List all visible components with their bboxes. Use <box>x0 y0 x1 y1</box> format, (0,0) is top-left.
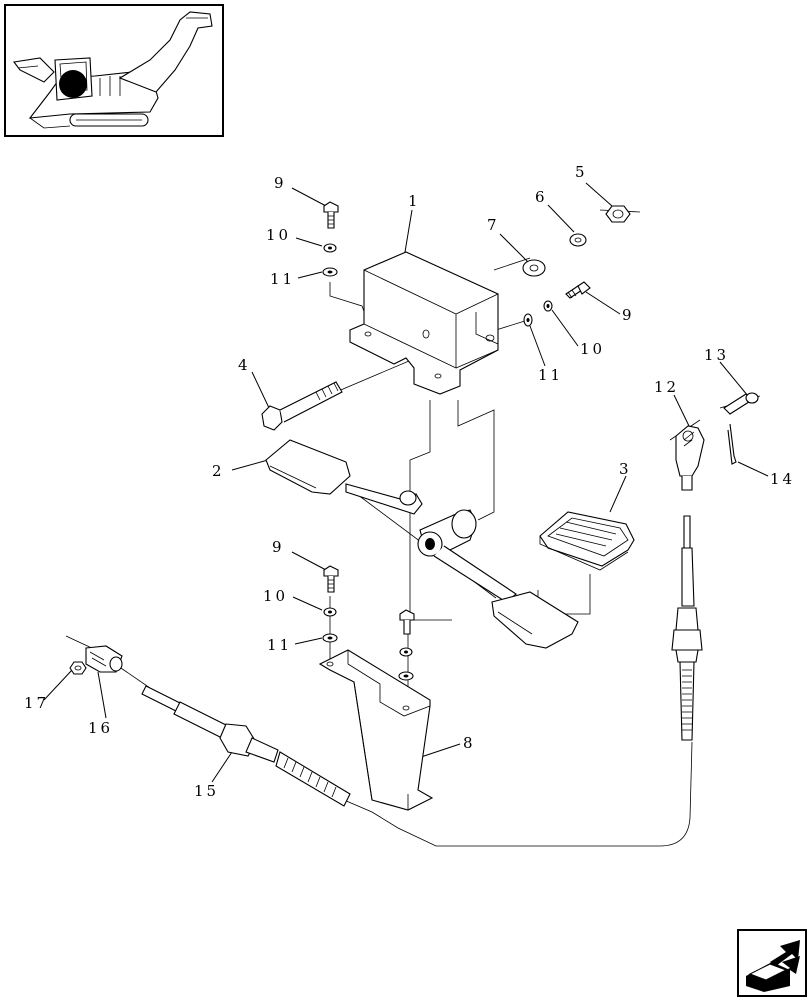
part-13-clevis-pin[interactable] <box>723 392 759 415</box>
part-11-flat-washer-lower[interactable] <box>322 633 414 681</box>
callout-labels: 1 2 3 4 5 6 7 8 9 9 9 10 10 10 11 11 11 … <box>24 163 795 800</box>
part-2-pedal-arm[interactable] <box>265 439 579 649</box>
callout-2: 2 <box>212 462 225 480</box>
callout-4: 4 <box>238 356 251 374</box>
part-9-bolt-lower[interactable] <box>323 565 415 635</box>
part-17-jam-nut[interactable] <box>69 661 87 675</box>
part-11-flat-washer-upper[interactable] <box>322 267 338 277</box>
callout-11-lower: 11 <box>267 636 292 654</box>
part-11-flat-washer-right[interactable] <box>523 313 533 327</box>
callout-11-right: 11 <box>538 366 563 384</box>
callout-3: 3 <box>619 460 632 478</box>
callout-17: 17 <box>24 694 49 712</box>
callout-14: 14 <box>770 470 795 488</box>
callout-8: 8 <box>463 734 476 752</box>
part-6-lock-washer[interactable] <box>569 233 587 247</box>
part-10-lock-washer-right[interactable] <box>543 300 553 312</box>
part-10-lock-washer-upper[interactable] <box>323 243 337 253</box>
callout-10-lower: 10 <box>263 587 288 605</box>
part-7-flat-washer[interactable] <box>522 259 546 277</box>
callout-15: 15 <box>194 782 219 800</box>
part-16-cable-end-fitting[interactable] <box>85 645 123 673</box>
part-3-pedal-pad[interactable] <box>539 511 635 571</box>
callout-16: 16 <box>88 719 113 737</box>
part-9-bolt-upper[interactable] <box>323 201 339 229</box>
locator-thumbnail[interactable] <box>4 4 224 137</box>
part-4-pivot-bolt[interactable] <box>261 381 343 431</box>
callout-9-right: 9 <box>622 306 635 324</box>
next-page-arrow-icon <box>746 940 800 992</box>
callout-10-right: 10 <box>580 340 605 358</box>
part-10-lock-washer-lower[interactable] <box>323 607 413 657</box>
callout-9-upper: 9 <box>274 174 287 192</box>
callout-7: 7 <box>487 216 500 234</box>
callout-1: 1 <box>408 192 421 210</box>
part-8-cable-bracket[interactable] <box>318 649 434 811</box>
leader-lines <box>43 182 769 783</box>
part-1-pedal-bracket[interactable] <box>349 251 499 395</box>
right-control-cable[interactable] <box>671 515 703 741</box>
callout-13: 13 <box>704 346 729 364</box>
part-5-nut[interactable] <box>605 205 631 223</box>
part-15-control-cable[interactable] <box>141 685 351 807</box>
callout-11-upper: 11 <box>270 270 295 288</box>
callout-9-lower: 9 <box>272 538 285 556</box>
callout-6: 6 <box>535 188 548 206</box>
callout-10-upper: 10 <box>266 226 291 244</box>
callout-5: 5 <box>575 163 588 181</box>
part-12-clevis[interactable] <box>675 425 705 491</box>
part-14-cotter-pin[interactable] <box>727 423 737 465</box>
next-page-button[interactable] <box>737 929 807 997</box>
harvester-locator-icon <box>13 11 213 129</box>
part-9-bolt-right[interactable] <box>565 281 591 299</box>
callout-12: 12 <box>654 378 679 396</box>
